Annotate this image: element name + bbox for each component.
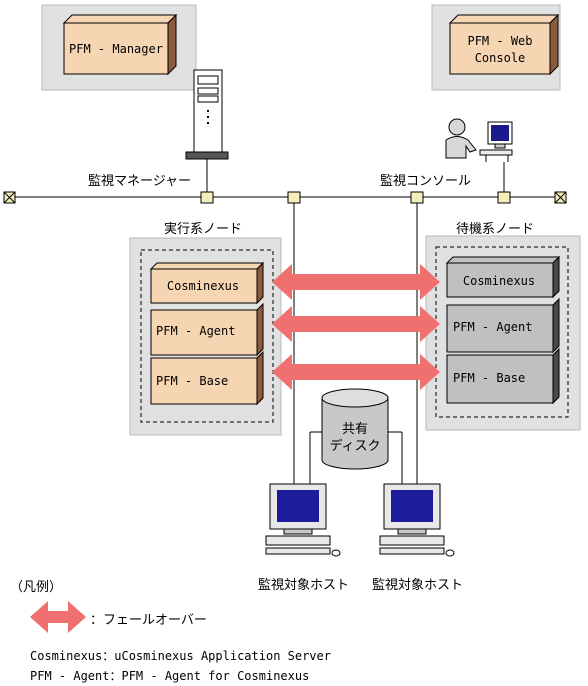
console-host-label: 監視コンソール	[380, 174, 472, 189]
failover-arrow-base	[272, 354, 440, 390]
standby-cosminexus-box: Cosminexus	[445, 255, 561, 299]
standby-pfm-agent-label: PFM - Agent	[453, 320, 532, 334]
pfm-webconsole-line2: Console	[475, 51, 526, 65]
active-node-dashed	[140, 249, 274, 423]
legend-note-cosminexus: Cosminexus：uCosminexus Application Serve…	[30, 649, 331, 663]
pfm-webconsole-box: PFM - Web Console	[448, 13, 560, 76]
manager-host-label: 監視マネージャー	[88, 174, 192, 189]
standby-node-dashed	[435, 246, 569, 418]
active-node-connector	[287, 191, 301, 204]
pfm-manager-box: PFM - Manager	[62, 13, 178, 76]
legend-failover-arrow	[30, 601, 86, 633]
monitored-host-pc-icon-1	[265, 483, 341, 557]
network-terminator-right	[554, 191, 567, 204]
pfm-manager-label: PFM - Manager	[69, 42, 163, 56]
failover-arrow-agent	[272, 306, 440, 342]
standby-pfm-agent-box: PFM - Agent	[446, 297, 560, 354]
standby-node-title: 待機系ノード	[456, 222, 535, 237]
active-pfm-agent-box: PFM - Agent	[150, 302, 264, 357]
shared-disk-line1: 共有	[342, 422, 368, 437]
legend-title: （凡例）	[10, 580, 63, 595]
shared-disk-line2: ディスク	[329, 438, 380, 454]
standby-node-connector	[410, 191, 424, 204]
manager-connector	[200, 191, 214, 204]
shared-disk-icon: 共有 ディスク	[321, 388, 389, 470]
active-cosminexus-box: Cosminexus	[149, 261, 265, 305]
network-terminator-left	[3, 191, 16, 204]
active-pfm-base-label: PFM - Base	[156, 374, 228, 388]
active-pfm-agent-label: PFM - Agent	[156, 324, 235, 338]
monitored-host-pc-icon-2	[379, 483, 455, 557]
standby-cosminexus-label: Cosminexus	[463, 274, 535, 288]
failover-arrow-cosminexus	[272, 264, 440, 300]
pfm-webconsole-line1: PFM - Web	[467, 34, 532, 48]
console-connector	[497, 191, 511, 204]
server-tower-icon	[185, 69, 229, 160]
standby-pfm-base-label: PFM - Base	[453, 371, 525, 385]
monitored-host-label-1: 監視対象ホスト	[258, 578, 350, 593]
active-node-title: 実行系ノード	[164, 222, 243, 237]
legend-failover-label: ：フェールオーバー	[90, 613, 207, 628]
monitored-host-label-2: 監視対象ホスト	[372, 578, 464, 593]
legend-note-agent: PFM - Agent：PFM - Agent for Cosminexus	[30, 669, 310, 683]
standby-pfm-base-box: PFM - Base	[446, 347, 560, 405]
active-pfm-base-box: PFM - Base	[150, 350, 264, 406]
console-user-icon	[445, 118, 513, 162]
active-cosminexus-label: Cosminexus	[167, 279, 239, 293]
